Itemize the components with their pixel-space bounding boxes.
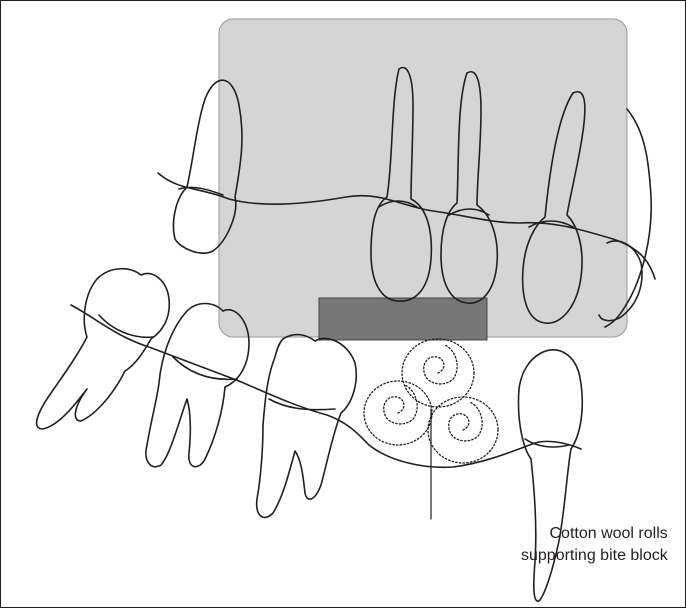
bite-block — [319, 298, 487, 340]
lower-molar-1 — [37, 269, 170, 429]
callout-label-line-1: Cotton wool rolls — [521, 523, 668, 545]
callout-label-line-2: supporting bite block — [521, 545, 668, 567]
cotton-roll-right — [428, 397, 498, 463]
callout-label: Cotton wool rolls supporting bite block — [521, 523, 668, 567]
cotton-roll-left — [364, 381, 432, 445]
lower-molar-3 — [257, 335, 357, 518]
